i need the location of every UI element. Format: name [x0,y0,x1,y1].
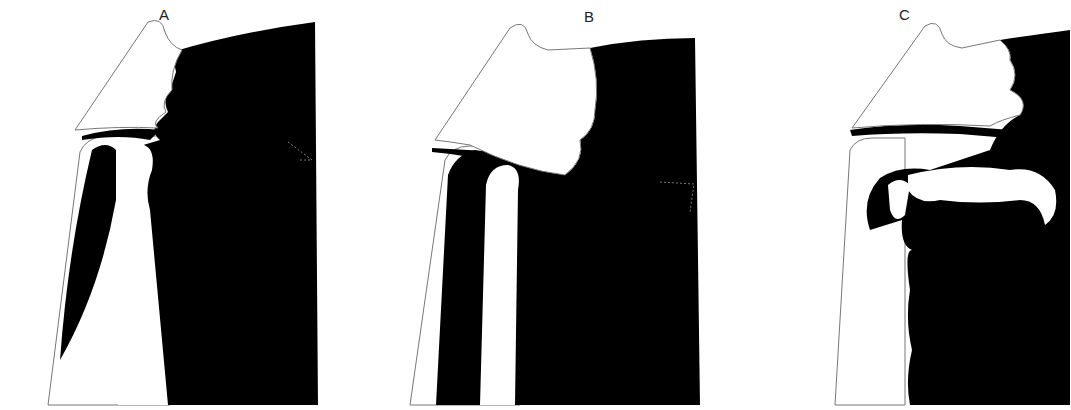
panel-label: A [159,6,169,23]
panel-label: B [584,8,594,25]
panel-label: C [899,6,910,23]
panel-b-drawing [410,24,700,405]
panel-c-drawing [835,23,1070,405]
panel-a-drawing [48,20,318,405]
